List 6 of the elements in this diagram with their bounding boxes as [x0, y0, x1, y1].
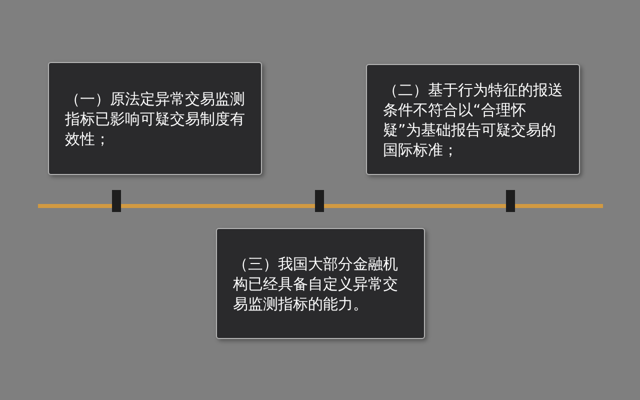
text-box	[216, 228, 425, 339]
text-box	[48, 62, 262, 175]
box-text: （三）我国大部分金融机构已经具备自定义异常交易监测指标的能力。	[233, 254, 399, 314]
box-text: （二）基于行为特征的报送条件不符合以“合理怀疑”为基础报告可疑交易的国际标准；	[383, 80, 563, 160]
text-box	[366, 64, 580, 175]
box-text: （一）原法定异常交易监测指标已影响可疑交易制度有效性；	[65, 88, 245, 148]
